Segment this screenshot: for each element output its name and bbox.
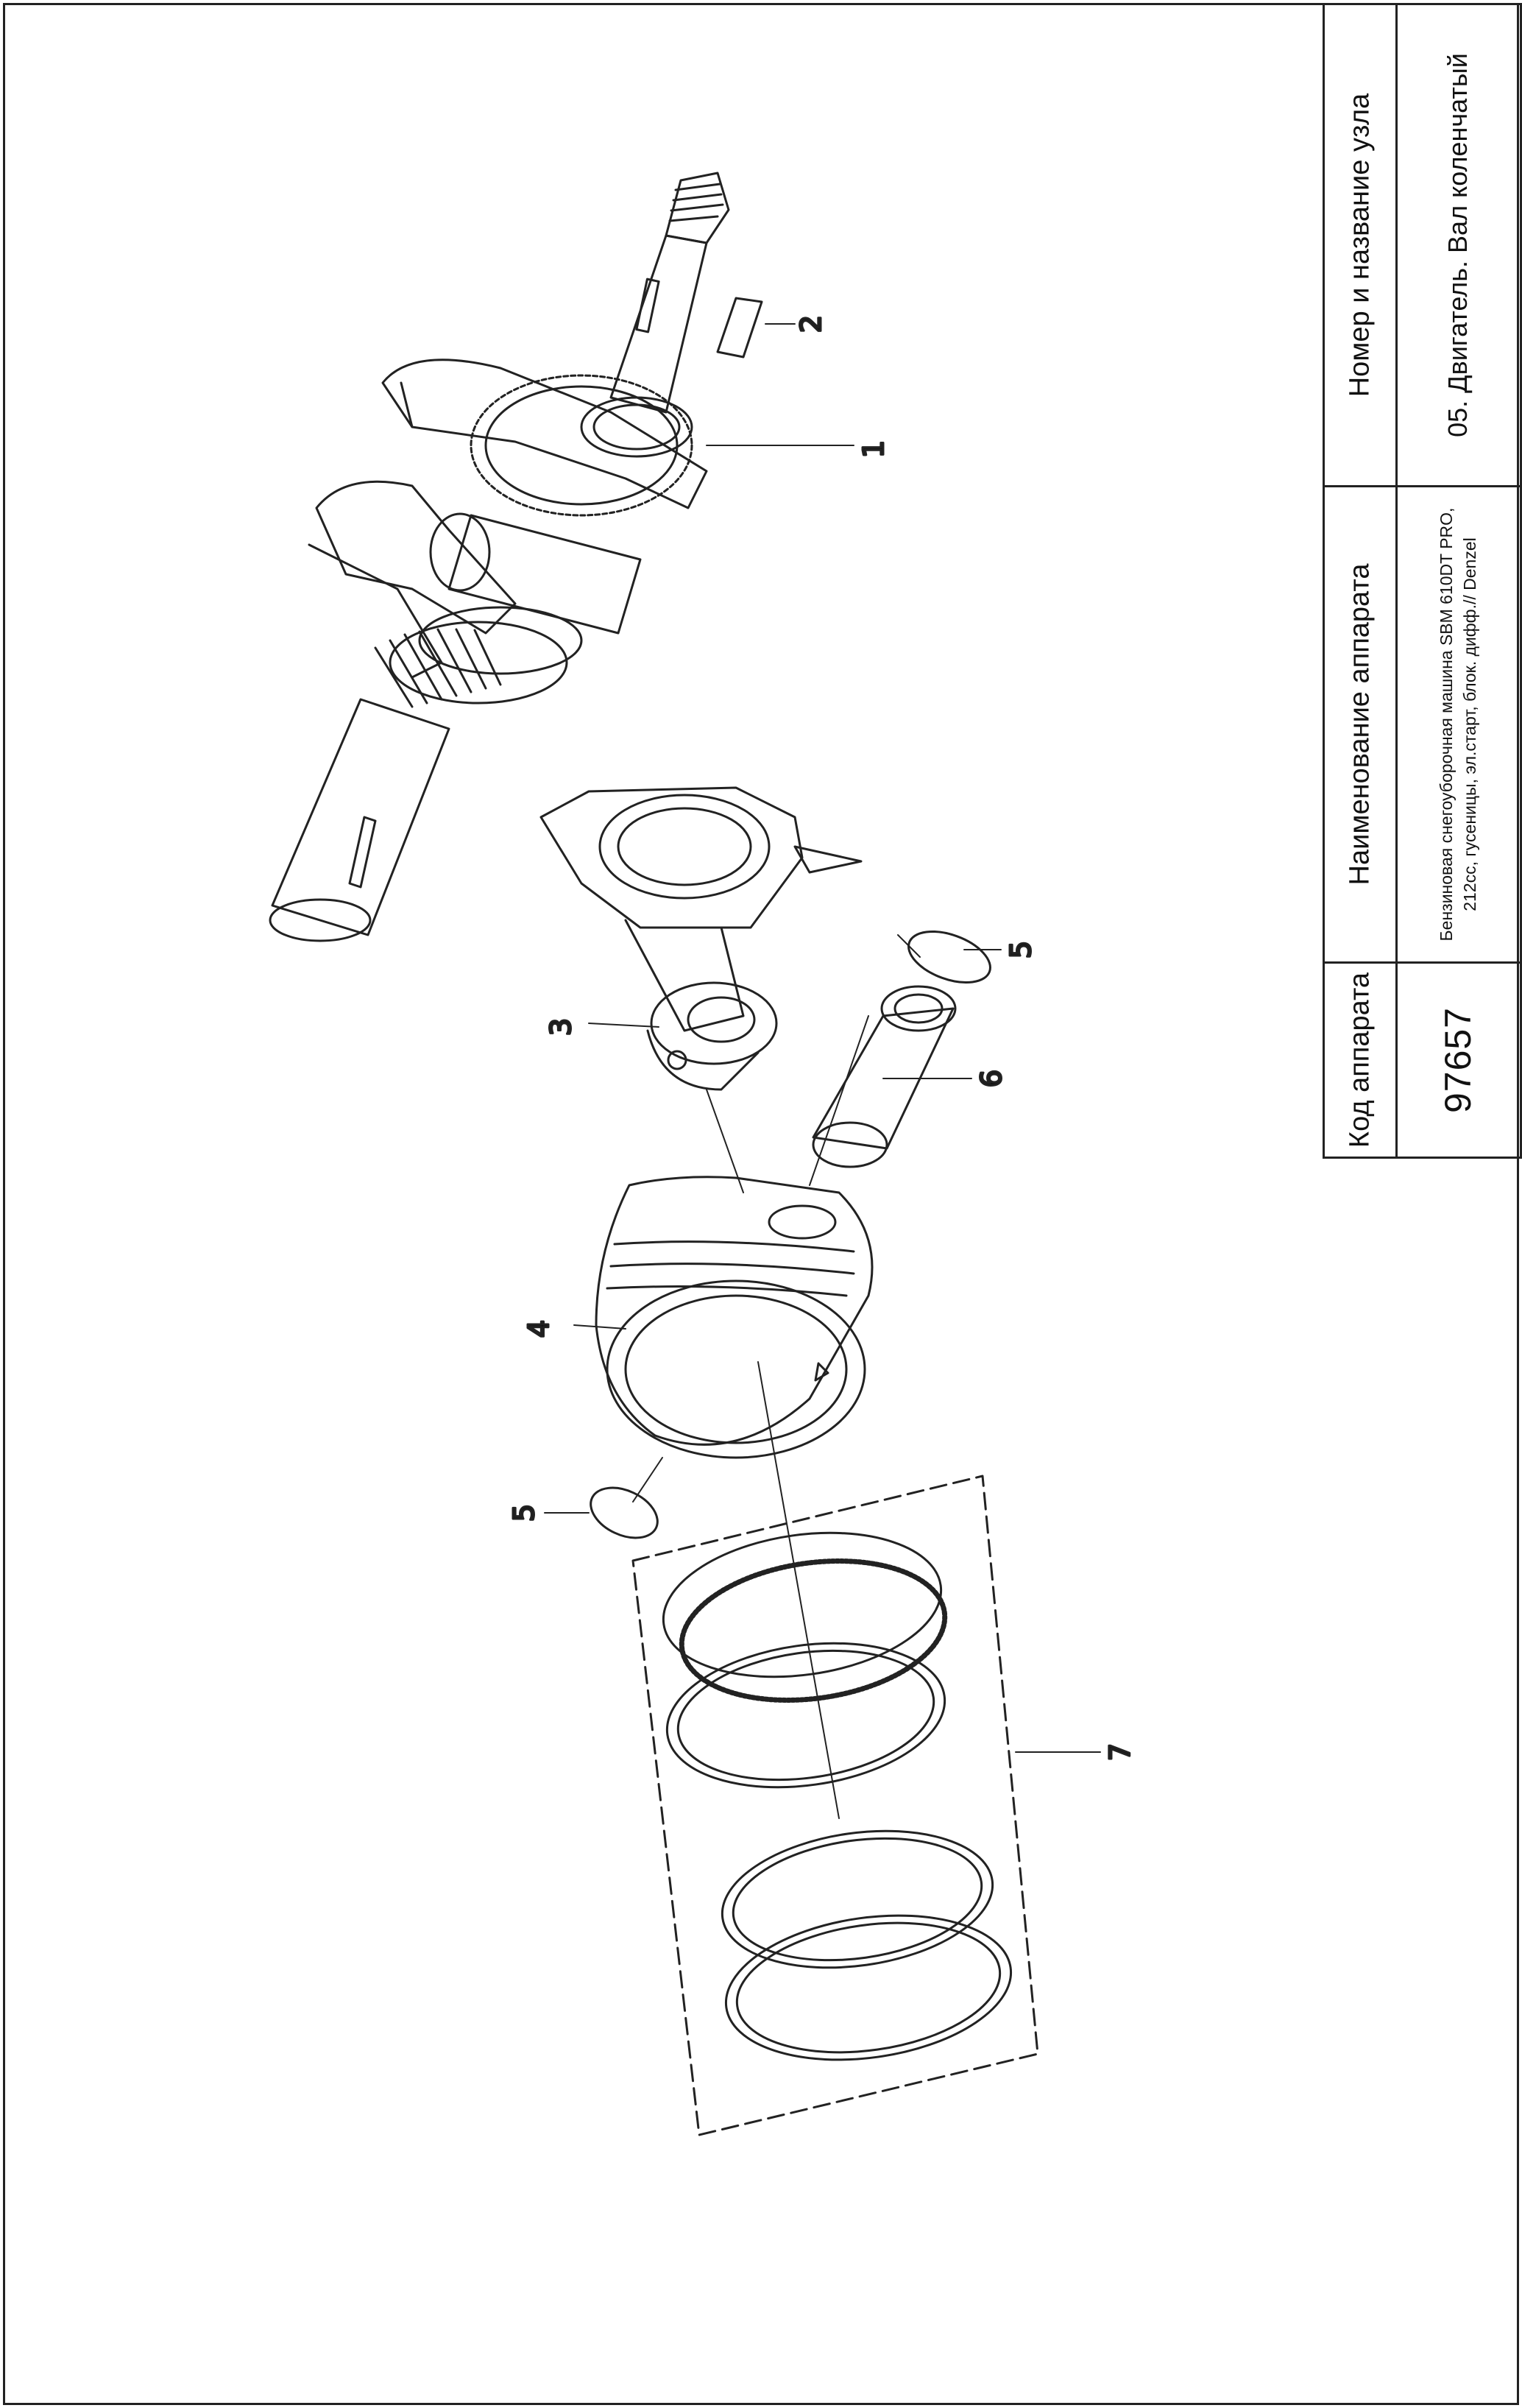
- callout-7: 7: [1104, 1743, 1136, 1761]
- callout-3: 3: [545, 1018, 577, 1036]
- callout-labels: 1 2 3 4 5 5 6 7: [507, 314, 1138, 1762]
- code-value-cell: 97657: [1395, 961, 1522, 1159]
- callout-1: 1: [857, 440, 890, 458]
- piston-pin-clip-part-lower: [590, 1486, 659, 1539]
- callout-2: 2: [795, 315, 827, 333]
- code-header: Код аппарата: [1344, 972, 1376, 1148]
- name-value: Бензиновая снегоуборочная машина SBM 610…: [1436, 507, 1479, 942]
- piston-ring-set-part: [631, 1475, 1039, 2136]
- callout-4: 4: [523, 1320, 555, 1338]
- connecting-rod-part: [539, 786, 863, 1091]
- piston-pin-part: [812, 985, 957, 1168]
- crankshaft-part: [269, 172, 730, 942]
- code-header-cell: Код аппарата: [1323, 961, 1398, 1159]
- name-value-cell: Бензиновая снегоуборочная машина SBM 610…: [1395, 485, 1522, 964]
- node-header: Номер и название узла: [1344, 93, 1376, 398]
- node-value-cell: 05. Двигатель. Вал коленчатый: [1395, 3, 1522, 487]
- callout-6: 6: [975, 1070, 1008, 1087]
- node-header-cell: Номер и название узла: [1323, 3, 1398, 487]
- node-value: 05. Двигатель. Вал коленчатый: [1442, 53, 1473, 437]
- assembly-axis-lines: [632, 934, 921, 1819]
- piston-pin-clip-part: [907, 931, 991, 984]
- callout-leaders: [544, 323, 1101, 1753]
- title-block: Номер и название узла 05. Двигатель. Вал…: [1323, 3, 1522, 1159]
- name-header-cell: Наименование аппарата: [1323, 485, 1398, 964]
- piston-part: [595, 1176, 874, 1459]
- key-part: [716, 297, 763, 359]
- callout-5-upper: 5: [1005, 941, 1037, 958]
- code-value: 97657: [1437, 1006, 1479, 1114]
- drawing-frame: [3, 3, 1519, 2405]
- name-header: Наименование аппарата: [1344, 563, 1376, 886]
- callout-5-lower: 5: [508, 1504, 540, 1522]
